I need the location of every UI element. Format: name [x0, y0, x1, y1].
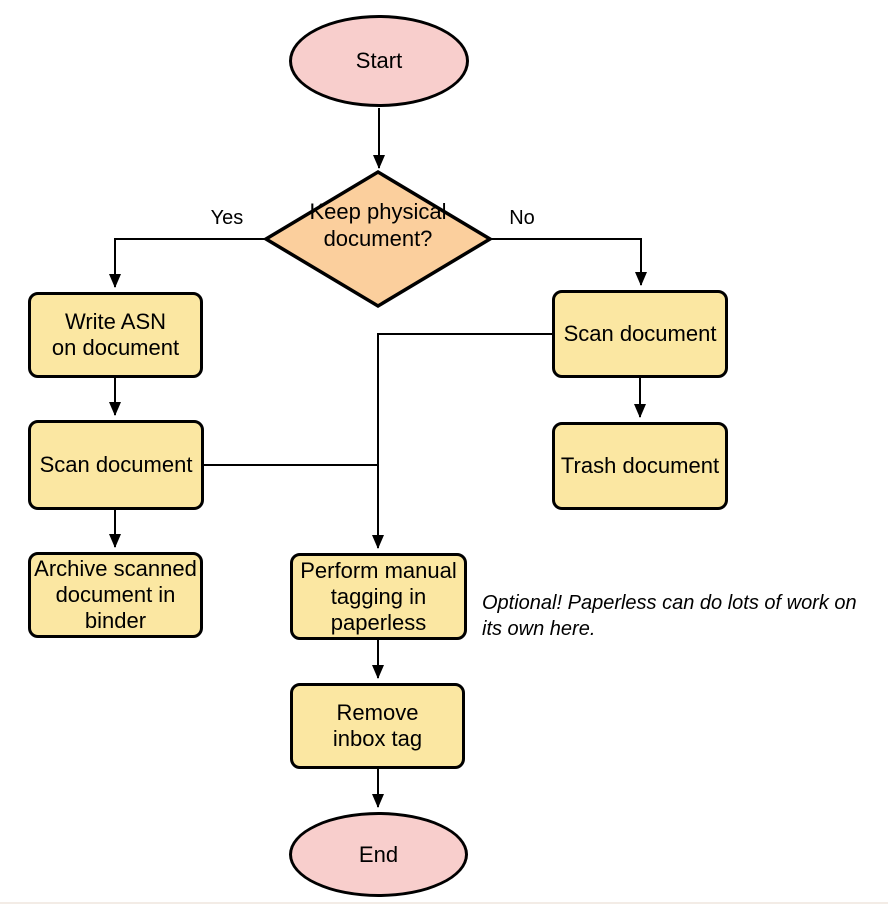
node-remove-inbox-tag: Remove inbox tag	[290, 683, 465, 769]
node-manual-tagging: Perform manual tagging in paperless	[290, 553, 467, 640]
node-start-label: Start	[355, 48, 403, 73]
node-write-asn: Write ASN on document	[28, 292, 203, 378]
node-manual-tagging-label: Perform manual tagging in paperless	[300, 557, 457, 635]
annotation-optional-paperless: Optional! Paperless can do lots of work …	[482, 592, 857, 640]
node-scan-document-right: Scan document	[552, 290, 728, 378]
page-bottom-divider	[0, 902, 888, 904]
node-decision-label: Keep physical document?	[309, 199, 447, 251]
node-trash-document-label: Trash document	[560, 453, 720, 478]
node-scan-document-left: Scan document	[28, 420, 204, 510]
node-write-asn-label: Write ASN on document	[51, 309, 180, 360]
node-trash-document: Trash document	[552, 422, 728, 510]
edge-label-yes: Yes	[210, 207, 244, 229]
node-start: Start	[289, 15, 469, 107]
node-end: End	[289, 812, 468, 897]
node-remove-inbox-tag-label: Remove inbox tag	[332, 700, 423, 751]
node-archive-binder: Archive scanned document in binder	[28, 552, 203, 638]
node-scan-document-right-label: Scan document	[563, 321, 717, 346]
decision-diamond-shape	[262, 169, 494, 309]
edge-decision-write-asn	[109, 238, 266, 288]
edge-decision-scan-right	[490, 238, 647, 286]
node-end-label: End	[358, 841, 399, 867]
node-archive-binder-label: Archive scanned document in binder	[34, 556, 197, 633]
edge-label-no: No	[509, 207, 535, 229]
node-scan-document-left-label: Scan document	[39, 452, 193, 477]
edge-scan-right-tagging	[372, 333, 552, 549]
